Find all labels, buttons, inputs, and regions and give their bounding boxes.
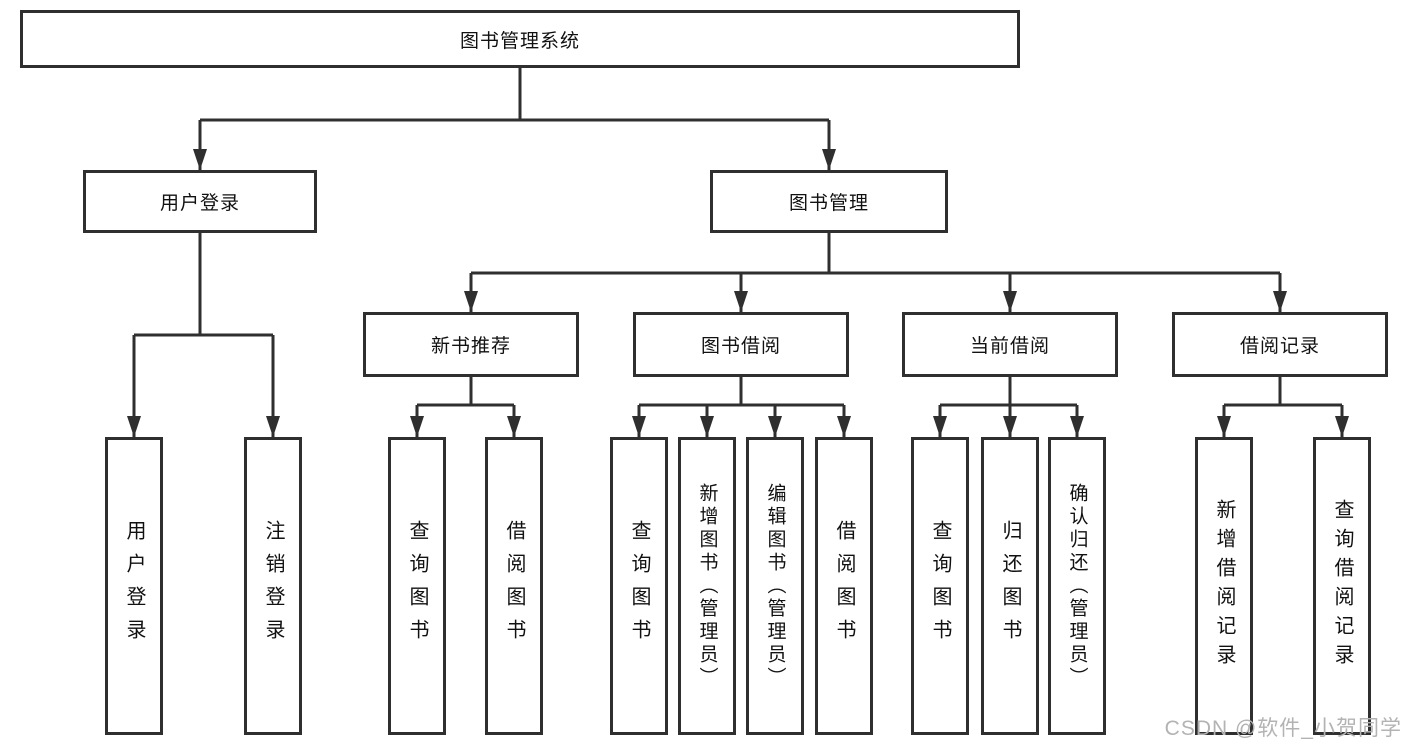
leaf-current-confirm-return-admin: 确认归还（管理员） [1048, 437, 1106, 735]
leaf-current-query-books: 查询图书 [911, 437, 969, 735]
node-current-borrow: 当前借阅 [902, 312, 1118, 377]
connector-new-book-branch [417, 377, 514, 407]
connector-book-management-branch [471, 233, 1280, 275]
node-library-management-system: 图书管理系统 [20, 10, 1020, 68]
connector-root-branch [200, 68, 829, 122]
node-book-management: 图书管理 [710, 170, 948, 233]
csdn-watermark: CSDN @软件_小贺同学 [1164, 717, 1402, 740]
leaf-newbook-query-books: 查询图书 [388, 437, 446, 735]
leaf-borrow-add-books-admin: 新增图书（管理员） [678, 437, 736, 735]
leaf-newbook-borrow-books: 借阅图书 [485, 437, 543, 735]
leaf-current-return-books: 归还图书 [981, 437, 1039, 735]
connector-borrow-records-branch [1224, 377, 1342, 407]
node-user-login: 用户登录 [83, 170, 317, 233]
node-book-borrow: 图书借阅 [633, 312, 849, 377]
leaf-records-add-record: 新增借阅记录 [1195, 437, 1253, 735]
leaf-borrow-borrow-books: 借阅图书 [815, 437, 873, 735]
leaf-borrow-query-books: 查询图书 [610, 437, 668, 735]
leaf-borrow-edit-books-admin: 编辑图书（管理员） [746, 437, 804, 735]
node-new-book-recommend: 新书推荐 [363, 312, 579, 377]
connector-current-borrow-branch [940, 377, 1077, 407]
node-borrow-records: 借阅记录 [1172, 312, 1388, 377]
connector-book-borrow-branch [639, 377, 844, 407]
leaf-logout: 注销登录 [244, 437, 302, 735]
leaf-user-login: 用户登录 [105, 437, 163, 735]
leaf-records-query-record: 查询借阅记录 [1313, 437, 1371, 735]
connector-user-login-branch [134, 233, 273, 337]
